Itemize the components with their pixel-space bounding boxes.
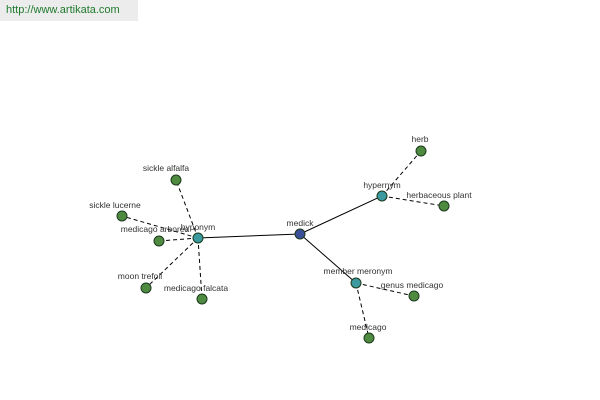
label-moon-trefoil[interactable]: moon trefoil (118, 271, 163, 281)
nodes-layer (116, 145, 450, 344)
edge-medick-to-member-meronym (299, 233, 357, 284)
node-medicago-arborea[interactable] (153, 235, 165, 247)
node-sickle-alfalfa[interactable] (170, 174, 182, 186)
labels-layer: medick hyponym hypernym member meronym sickl… (89, 134, 472, 332)
label-herbaceous-plant[interactable]: herbaceous plant (406, 190, 472, 200)
label-hyponym[interactable]: hyponym (181, 222, 216, 232)
label-medicago-arborea[interactable]: medicago arborea (121, 224, 190, 234)
label-genus-medicago[interactable]: genus medicago (381, 280, 444, 290)
node-medicago[interactable] (363, 332, 375, 344)
label-medick[interactable]: medick (287, 218, 315, 228)
node-herbaceous-plant[interactable] (438, 200, 450, 212)
label-sickle-lucerne[interactable]: sickle lucerne (89, 200, 141, 210)
edge-hypernym-to-herb (381, 150, 422, 197)
edge-member-meronym-to-genus-medicago (355, 282, 415, 297)
edge-medick-to-hyponym (197, 233, 301, 239)
node-hypernym[interactable] (376, 190, 388, 202)
node-medicago-falcata[interactable] (196, 293, 208, 305)
edges-layer (121, 150, 445, 339)
node-member-meronym[interactable] (350, 277, 362, 289)
label-member-meronym[interactable]: member meronym (324, 266, 393, 276)
site-url-link[interactable]: http://www.artikata.com (6, 4, 120, 16)
edge-hyponym-to-sickle-lucerne (121, 215, 199, 239)
edge-medick-to-hypernym (299, 195, 383, 235)
node-medick[interactable] (294, 228, 306, 240)
label-hypernym[interactable]: hypernym (363, 180, 400, 190)
node-hyponym[interactable] (192, 232, 204, 244)
label-herb[interactable]: herb (411, 134, 428, 144)
edge-hypernym-to-herbaceous-plant (381, 195, 445, 207)
edge-member-meronym-to-medicago (355, 282, 370, 339)
node-genus-medicago[interactable] (408, 290, 420, 302)
node-moon-trefoil[interactable] (140, 282, 152, 294)
label-medicago-falcata[interactable]: medicago falcata (164, 283, 229, 293)
edge-hyponym-to-medicago-falcata (197, 237, 203, 300)
edge-hyponym-to-moon-trefoil (145, 237, 199, 289)
edge-hyponym-to-medicago-arborea (158, 237, 199, 242)
node-herb[interactable] (415, 145, 427, 157)
label-sickle-alfalfa[interactable]: sickle alfalfa (143, 163, 190, 173)
label-medicago[interactable]: medicago (350, 322, 387, 332)
node-sickle-lucerne[interactable] (116, 210, 128, 222)
edge-hyponym-to-sickle-alfalfa (175, 179, 199, 239)
site-banner: http://www.artikata.com (0, 0, 138, 21)
